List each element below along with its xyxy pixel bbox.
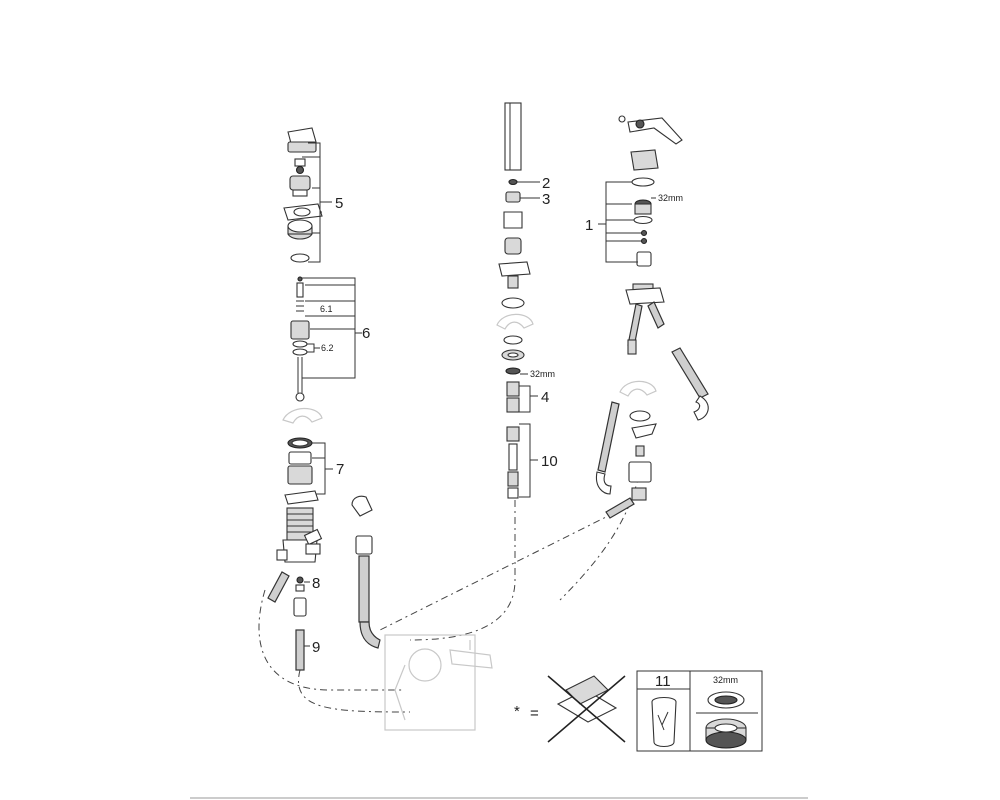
callout-3: 3 [542,191,550,208]
connection-routing-lines [258,469,641,713]
left-valve-assembly [267,127,323,671]
crossed-cleaning-agent-icon [547,675,626,743]
callout-leaders [302,142,656,647]
callout-7: 7 [336,461,344,478]
callout-6: 6 [362,325,370,342]
callout-5: 5 [335,195,343,212]
callout-2: 2 [542,175,550,192]
hand-shower-assembly [496,102,534,499]
callout-11: 11 [655,673,671,690]
handle-nut-size: 32mm [658,193,683,203]
callout-6-1: 6.1 [320,304,333,314]
elbow-hose-assembly [351,495,381,649]
legend-equals: = [530,705,539,722]
legend-star: * [514,703,520,720]
shower-nut-size: 32mm [530,369,555,379]
installed-fixture-outline [384,634,493,731]
callout-8: 8 [312,575,320,592]
callout-6-2: 6.2 [321,343,334,353]
callout-9: 9 [312,639,320,656]
callout-4: 4 [541,389,549,406]
callout-10: 10 [541,453,558,470]
diverter-handle-assembly [595,115,709,519]
service-tool-legend [636,670,763,752]
tool-nut-size: 32mm [713,675,738,685]
callout-1: 1 [585,217,593,234]
